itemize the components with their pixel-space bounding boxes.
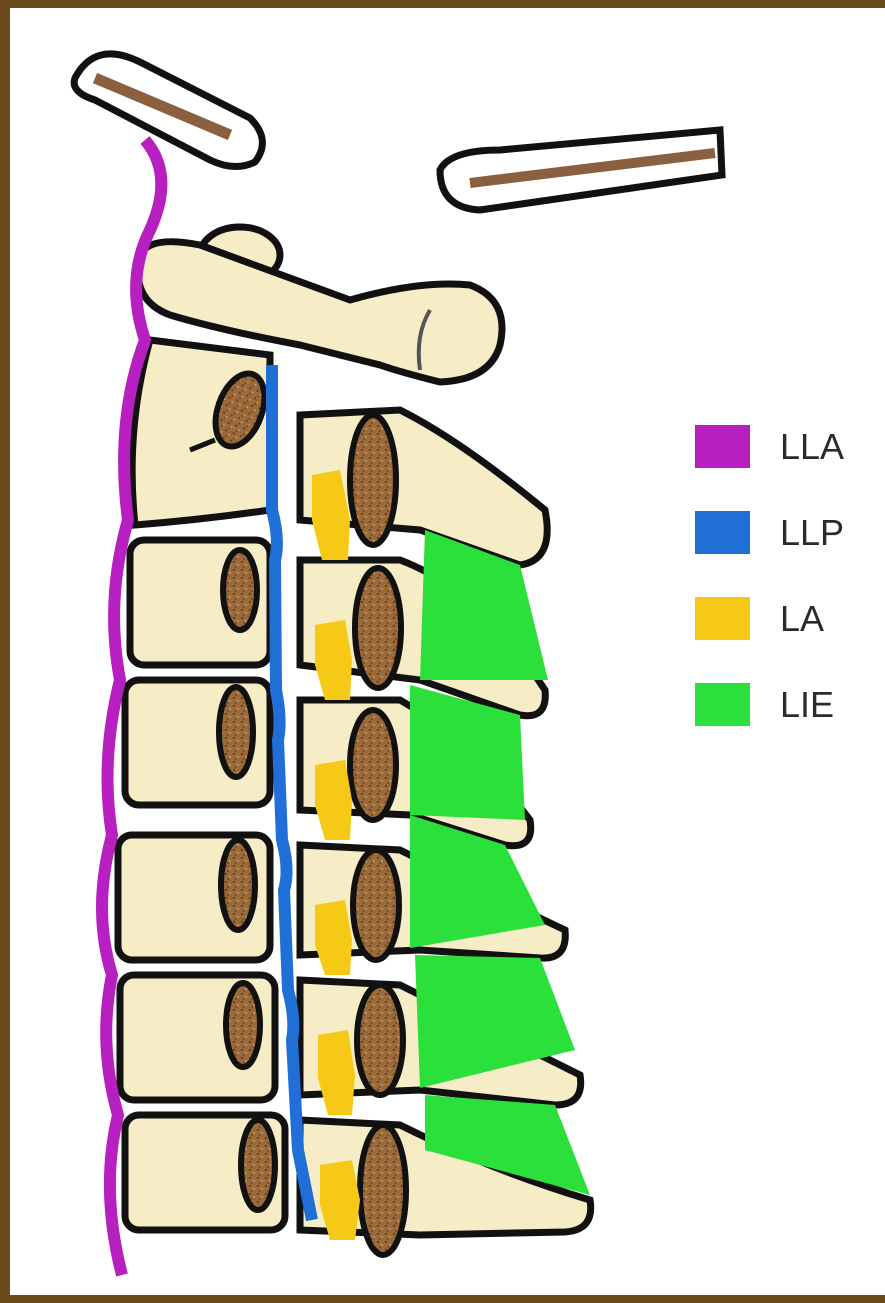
legend-swatch-lla <box>695 425 750 468</box>
legend-item-llp: LLP <box>695 511 875 554</box>
legend-swatch-lie <box>695 683 750 726</box>
legend-label-la: LA <box>780 598 824 640</box>
legend-item-lie: LIE <box>695 683 875 726</box>
palate-bone <box>440 130 722 210</box>
legend-swatch-la <box>695 597 750 640</box>
legend-item-la: LA <box>695 597 875 640</box>
legend-label-llp: LLP <box>780 512 844 554</box>
legend-swatch-llp <box>695 511 750 554</box>
legend-item-lla: LLA <box>695 425 875 468</box>
axis-vertebra <box>132 340 274 525</box>
legend-label-lie: LIE <box>780 684 834 726</box>
vertebral-bodies <box>118 540 285 1230</box>
occipital-bone <box>74 54 262 167</box>
legend-label-lla: LLA <box>780 426 844 468</box>
legend: LLA LLP LA LIE <box>695 425 875 726</box>
